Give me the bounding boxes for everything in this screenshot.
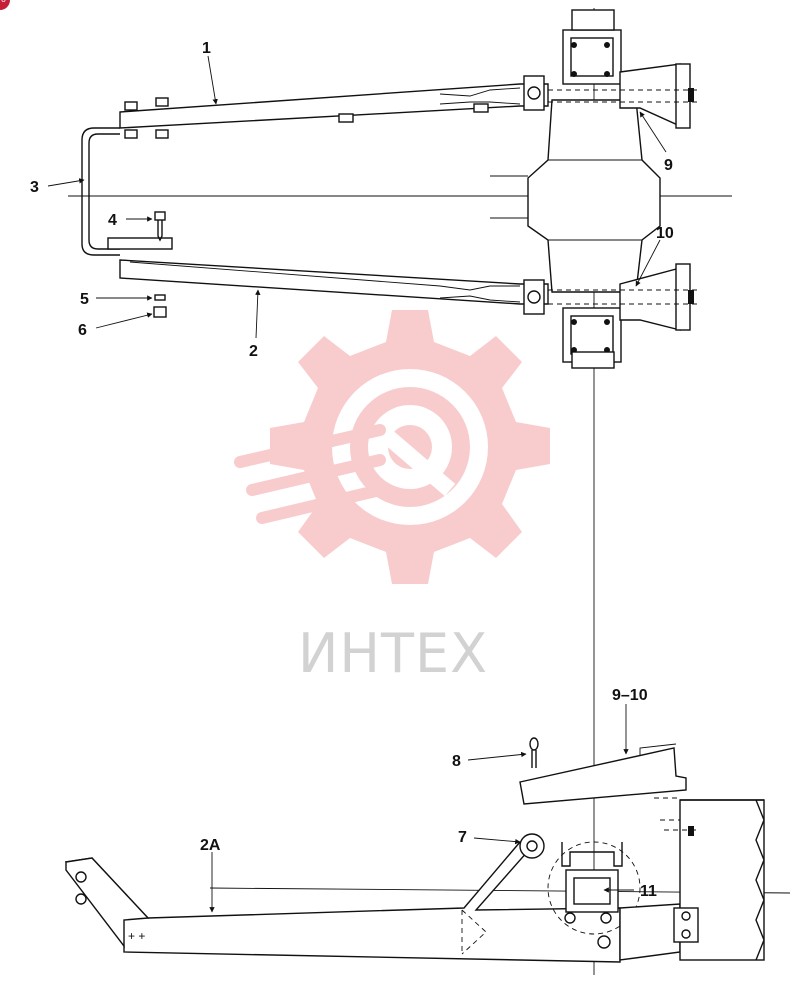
- nut-part-6: [153, 306, 167, 318]
- callout-1: 1: [202, 40, 211, 57]
- callout-11: 11: [640, 883, 657, 900]
- callout-8: 8: [452, 753, 461, 770]
- callout-7: 7: [458, 829, 467, 846]
- pin-part-7: [519, 833, 545, 859]
- leader-lines: [47, 55, 667, 913]
- bolt-part-4: [154, 211, 166, 242]
- watermark-text: ИНТЕХ: [298, 622, 488, 685]
- support-rod-part-3: [81, 127, 173, 256]
- callout-9-10: 9–10: [612, 687, 648, 704]
- callout-6: 6: [78, 322, 87, 339]
- page-corner-badge: 0: [0, 0, 10, 10]
- callout-2: 2: [249, 343, 258, 360]
- bracket-part-9-10: [519, 743, 687, 805]
- callout-2A: 2A: [200, 837, 221, 854]
- axle-housing-side: [547, 797, 765, 961]
- callout-5: 5: [80, 291, 89, 308]
- radius-arm-part-1: [119, 75, 549, 139]
- callout-9: 9: [664, 157, 673, 174]
- radius-arm-part-2: [119, 259, 549, 315]
- callout-4: 4: [108, 212, 117, 229]
- callout-labels: 1 2 3 4 5 6 9 10 8 7 9–10 11 2A: [30, 40, 674, 900]
- axle-housing-top: [490, 9, 700, 369]
- callout-3: 3: [30, 179, 39, 196]
- washer-part-5: [154, 294, 166, 301]
- callout-10: 10: [656, 225, 674, 242]
- watermark-gear-logo: [234, 310, 550, 584]
- radius-arm-side-part-2A: + +: [64, 841, 621, 963]
- svg-text:+ +: + +: [128, 929, 145, 943]
